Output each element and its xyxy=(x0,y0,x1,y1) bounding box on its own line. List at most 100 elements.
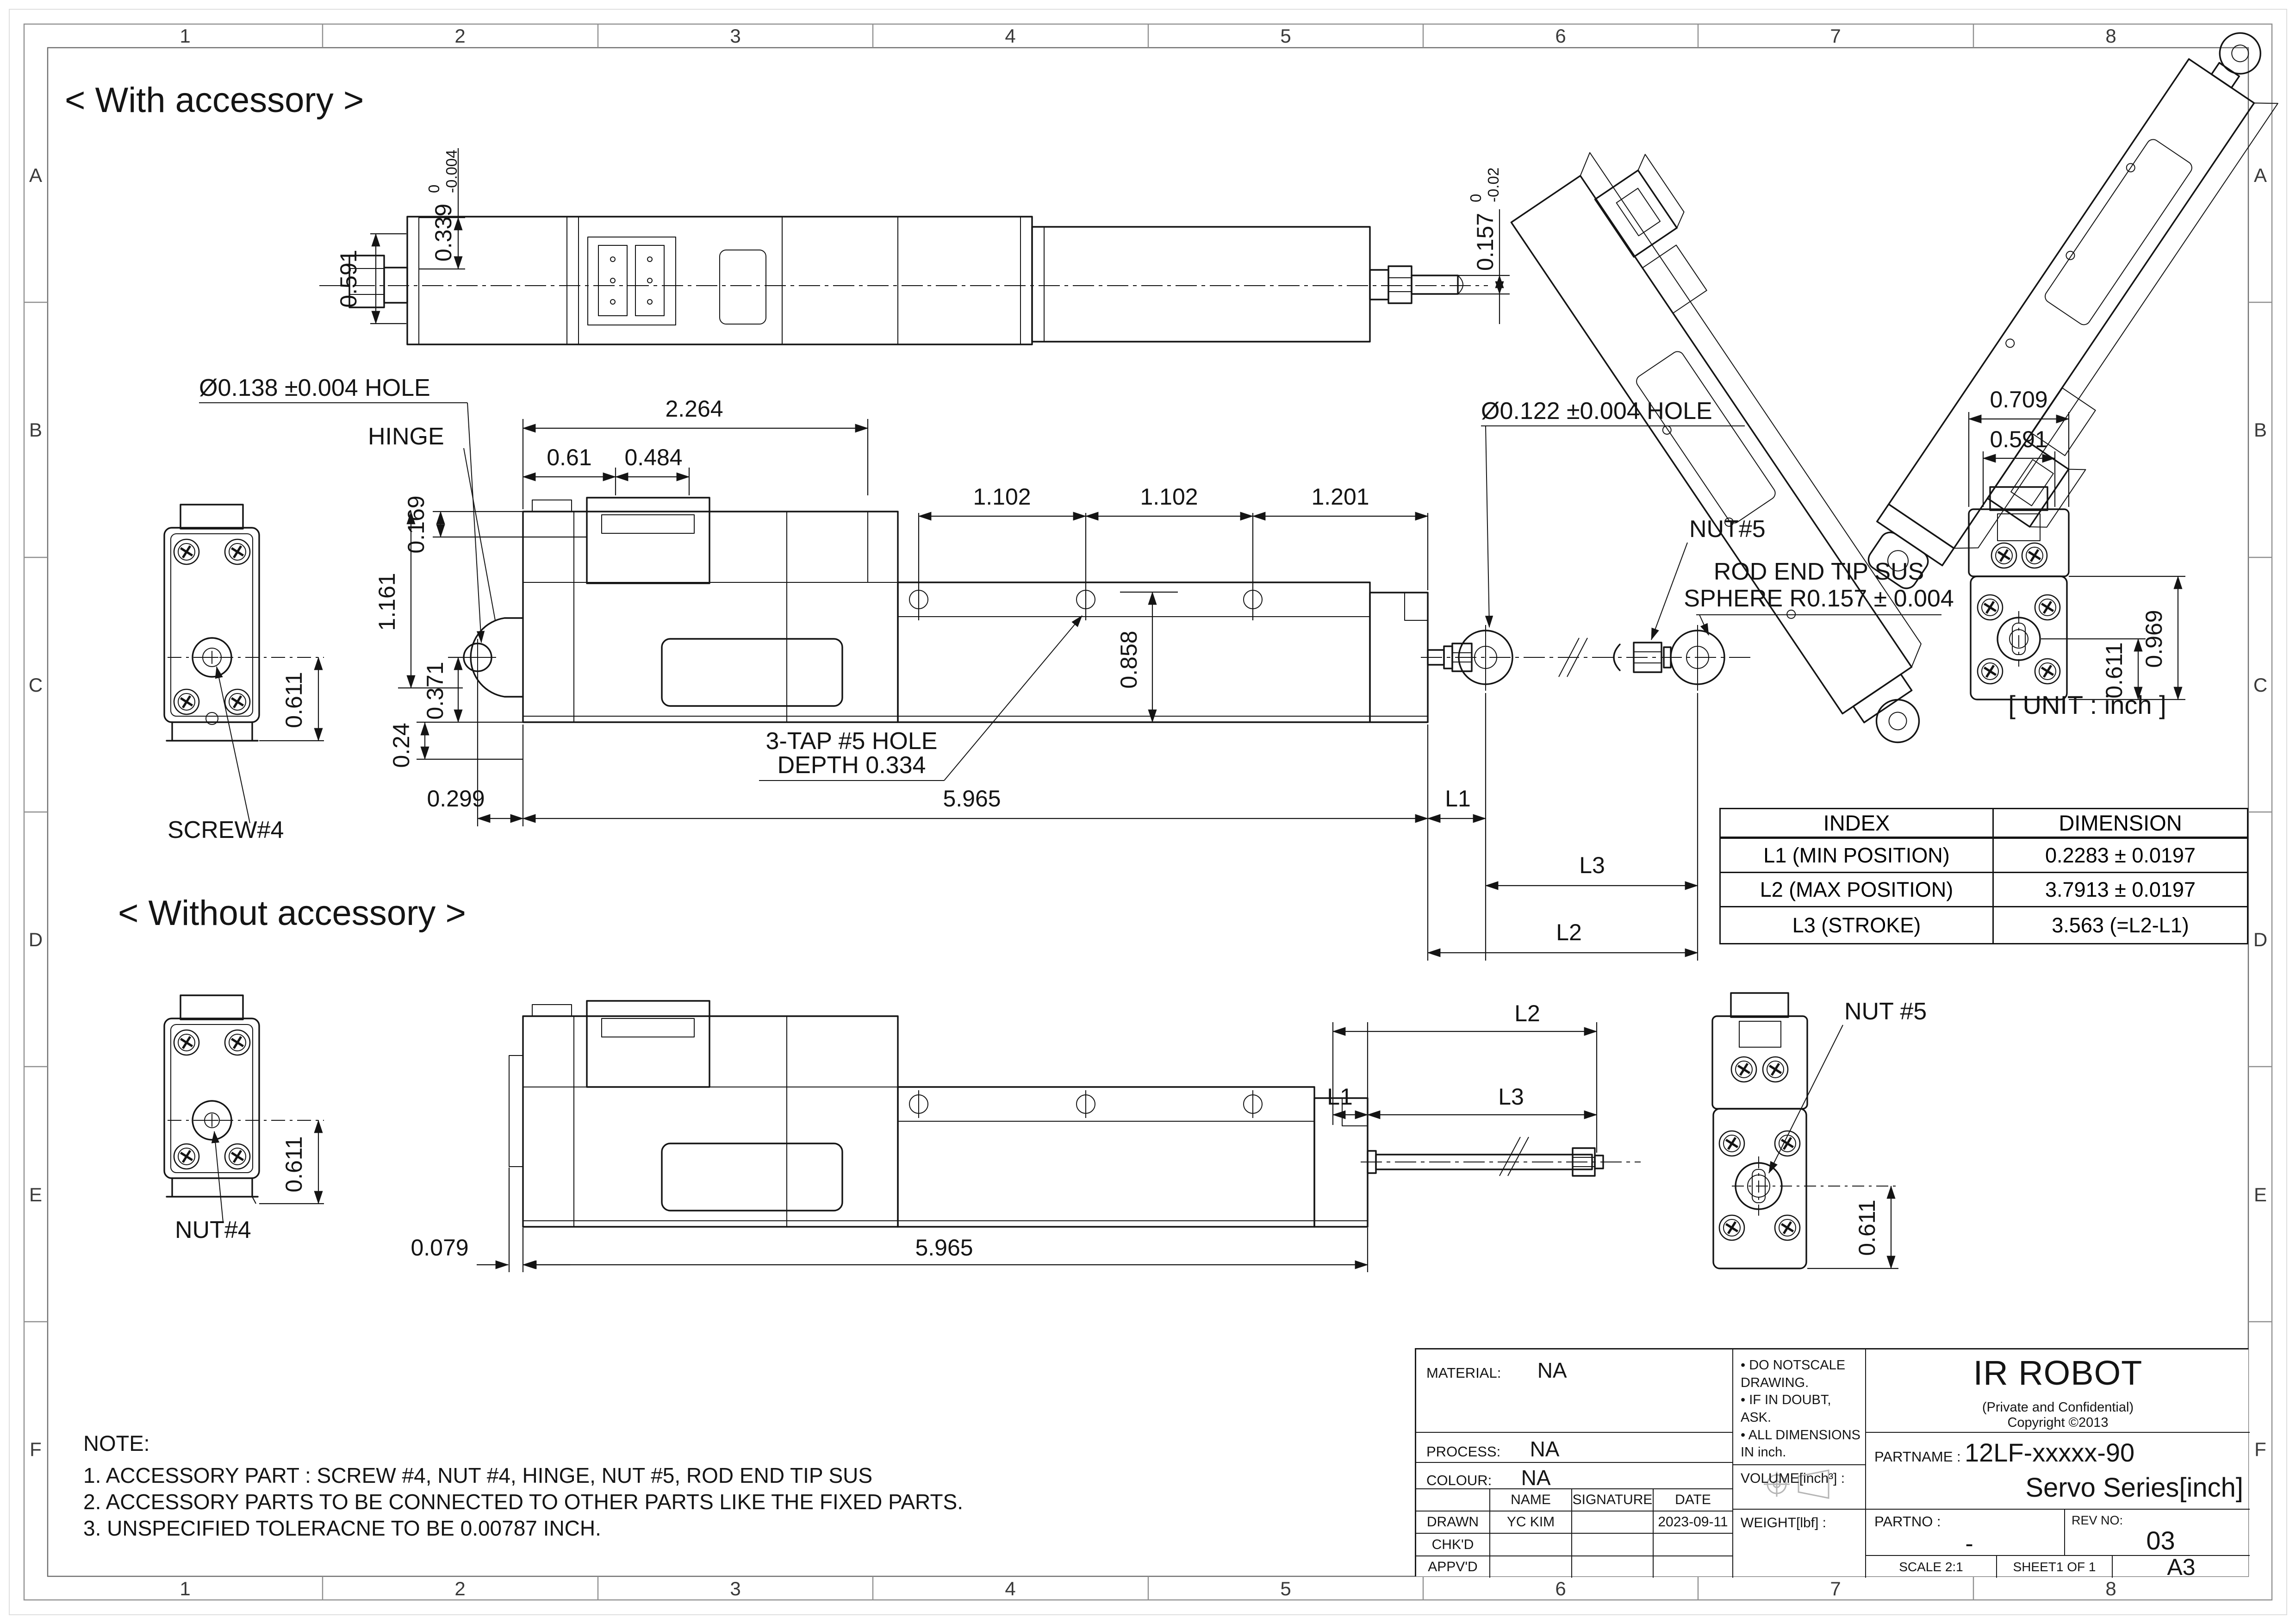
grid-col-top-8: 8 xyxy=(2105,25,2116,47)
grid-row-left-a: A xyxy=(29,164,42,186)
table-row-l2-dimension: 3.7913 ± 0.0197 xyxy=(1994,873,2247,907)
dim-024: 0.24 xyxy=(388,723,414,768)
dim-0858: 0.858 xyxy=(1116,631,1142,688)
without-accessory-title: < Without accessory > xyxy=(118,893,466,933)
index-table-header-index: INDEX xyxy=(1721,809,1994,839)
dim-5965-top: 5.965 xyxy=(943,786,1001,812)
phillips-screw-icon xyxy=(225,1144,250,1169)
dim-0079: 0.079 xyxy=(411,1235,468,1261)
dim-5965-bottom: 5.965 xyxy=(915,1235,973,1261)
dim-0611-endview-b: 0.611 xyxy=(281,1136,307,1192)
grid-col-top-2: 2 xyxy=(454,25,465,47)
right-end-view-with-accessory: 0.709 0.591 0.969 0.611 xyxy=(1968,387,2185,700)
dim-0591-right: 0.591 xyxy=(1990,426,2047,452)
grid-col-bot-5: 5 xyxy=(1280,1578,1291,1599)
revno-value: 03 xyxy=(2146,1526,2175,1555)
dim-0339-group: 0.339 0 -0.004 xyxy=(425,150,460,262)
appvd-name xyxy=(1489,1555,1571,1578)
dim-1102-a: 1.102 xyxy=(973,484,1031,510)
grid-row-right-e: E xyxy=(2254,1184,2267,1206)
grid-col-top-5: 5 xyxy=(1280,25,1291,47)
material-label: MATERIAL: xyxy=(1426,1365,1501,1381)
drawing-notes-cell: • DO NOTSCALE DRAWING. • IF IN DOUBT, AS… xyxy=(1732,1349,1865,1499)
grid-col-top-1: 1 xyxy=(180,25,190,47)
paper-size-cell: A3 xyxy=(2112,1554,2250,1580)
phillips-screw-icon xyxy=(174,689,199,714)
top-plan-view: 0.591 0.339 0 -0.004 0.157 0 -0.02 xyxy=(319,148,1510,345)
grid-row-right-a: A xyxy=(2254,164,2267,186)
grid-labels: 1 2 3 4 5 6 7 8 1 2 3 4 5 6 7 8 A B C D … xyxy=(29,25,2267,1599)
chkd-name xyxy=(1489,1533,1571,1555)
partname-cell: PARTNAME : 12LF-xxxxx-90 Servo Series[in… xyxy=(1865,1432,2250,1509)
grid-row-right-f: F xyxy=(2254,1438,2266,1460)
partno-value: - xyxy=(1965,1530,1973,1557)
note-item-3: 3. UNSPECIFIED TOLERACNE TO BE 0.00787 I… xyxy=(83,1516,601,1541)
volume-cell: VOLUME[inch³] : xyxy=(1732,1464,1865,1509)
side-view-without-accessory: L2 L1 L3 0.079 5.965 xyxy=(411,1000,1641,1272)
dim-1161: 1.161 xyxy=(374,573,400,631)
revno-label: REV NO: xyxy=(2072,1513,2123,1527)
sheet-frame: 1 2 3 4 5 6 7 8 1 2 3 4 5 6 7 8 A B C D … xyxy=(9,9,2287,1615)
phillips-screw-icon xyxy=(2035,595,2060,620)
dim-l3-bottom: L3 xyxy=(1498,1084,1524,1110)
dim-1102-b: 1.102 xyxy=(1140,484,1198,510)
dim-0157: 0.157 xyxy=(1472,213,1498,271)
brand-cell: IR ROBOT (Private and Confidential) Copy… xyxy=(1865,1349,2250,1432)
revno-cell: REV NO: 03 xyxy=(2064,1509,2250,1555)
phillips-screw-icon xyxy=(1978,595,2003,620)
drawn-date: 2023-09-11 xyxy=(1653,1511,1732,1533)
table-row-l2-index: L2 (MAX POSITION) xyxy=(1721,873,1994,907)
chkd-signature xyxy=(1571,1533,1653,1555)
partname-value: 12LF-xxxxx-90 xyxy=(1964,1438,2135,1467)
nut4-label: NUT#4 xyxy=(175,1217,251,1243)
partno-label: PARTNO : xyxy=(1874,1513,1941,1530)
bullet-note-2: • IF IN DOUBT, ASK. xyxy=(1741,1393,1831,1425)
notes-block: NOTE: 1. ACCESSORY PART : SCREW #4, NUT … xyxy=(83,1430,1240,1542)
grid-col-bot-6: 6 xyxy=(1555,1578,1566,1599)
dim-0484: 0.484 xyxy=(624,444,682,470)
phillips-screw-icon xyxy=(1775,1131,1800,1156)
dim-l3-top: L3 xyxy=(1579,852,1605,878)
dim-0611-right-view: 0.611 xyxy=(2101,642,2127,698)
grid-row-left-d: D xyxy=(29,929,43,950)
right-end-view-without-accessory: NUT #5 0.611 xyxy=(1711,992,1927,1269)
phillips-screw-icon xyxy=(1731,1057,1756,1082)
colour-value: NA xyxy=(1521,1466,1551,1490)
brand-name: IR ROBOT xyxy=(1973,1354,2143,1392)
end-view-with-accessory: 0.611 SCREW#4 xyxy=(163,504,324,843)
grid-row-right-d: D xyxy=(2253,929,2267,950)
phillips-screw-icon xyxy=(1775,1215,1800,1240)
grid-col-bot-8: 8 xyxy=(2105,1578,2116,1599)
dim-0339: 0.339 xyxy=(430,204,456,262)
grid-col-top-3: 3 xyxy=(730,25,740,47)
dim-l2-top: L2 xyxy=(1556,919,1582,945)
drawn-signature xyxy=(1571,1511,1653,1533)
process-value: NA xyxy=(1530,1437,1560,1461)
drawn-label: DRAWN xyxy=(1416,1511,1489,1533)
material-value: NA xyxy=(1537,1358,1567,1382)
dim-0591-top: 0.591 xyxy=(336,250,361,307)
tol-0339-lower: -0.004 xyxy=(443,150,460,193)
dim-l2-bottom: L2 xyxy=(1514,1000,1540,1026)
grid-row-right-b: B xyxy=(2254,419,2267,441)
phillips-screw-icon xyxy=(2035,659,2060,684)
dim-0169: 0.169 xyxy=(403,495,429,553)
dim-0299: 0.299 xyxy=(427,786,485,812)
side-view-with-accessory: Ø0.138 ±0.004 HOLE HINGE 3-TAP #5 HOLE D… xyxy=(199,375,1954,961)
dim-0709: 0.709 xyxy=(1990,387,2047,412)
dim-l1-top: L1 xyxy=(1445,786,1471,812)
people-corner-cell xyxy=(1416,1488,1489,1511)
table-row-l3-index: L3 (STROKE) xyxy=(1721,907,1994,943)
grid-row-left-e: E xyxy=(29,1184,42,1206)
weight-label: WEIGHT[lbf] : xyxy=(1741,1515,1827,1530)
hinge-label: HINGE xyxy=(368,423,444,450)
appvd-signature xyxy=(1571,1555,1653,1578)
tap-hole-label-1: 3-TAP #5 HOLE xyxy=(766,728,938,755)
phillips-screw-icon xyxy=(174,1144,199,1169)
colour-label: COLOUR: xyxy=(1426,1472,1492,1488)
phillips-screw-icon xyxy=(1763,1057,1788,1082)
notes-title: NOTE: xyxy=(83,1431,150,1455)
isometric-view-left xyxy=(1510,152,1922,743)
phillips-screw-icon xyxy=(225,539,250,564)
